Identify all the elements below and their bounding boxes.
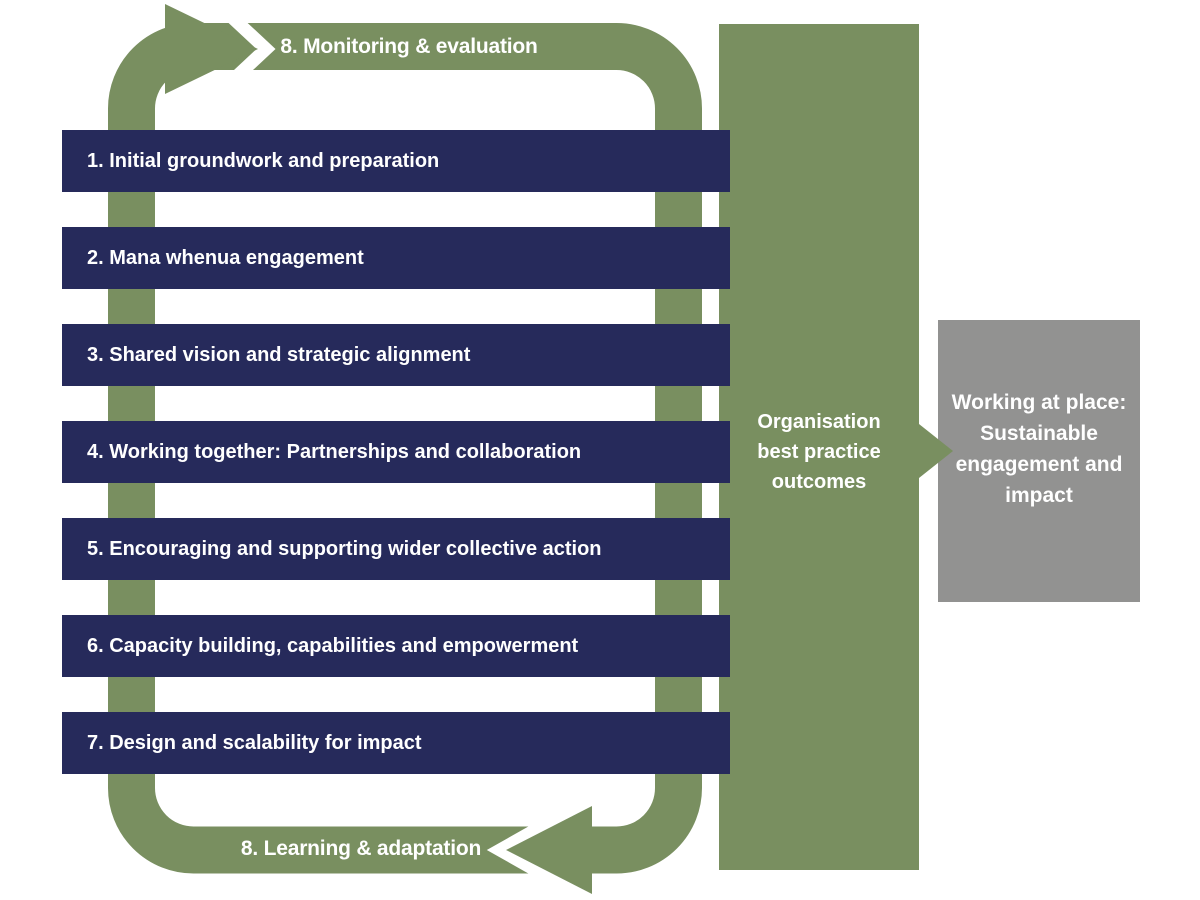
result-box-text: Working at place: Sustainable engagement… (952, 387, 1127, 511)
result-box-line: engagement and (955, 453, 1123, 476)
outcomes-arrow-icon (919, 424, 953, 478)
result-box-line: Working at place: (951, 391, 1127, 414)
top-arrowhead-icon (165, 4, 258, 94)
result-box: Working at place: Sustainable engagement… (938, 320, 1140, 602)
step-bar-5: 5. Encouraging and supporting wider coll… (62, 518, 730, 580)
loop-label-monitoring: 8. Monitoring & evaluation (280, 34, 538, 58)
result-box-line: Sustainable (980, 422, 1098, 445)
outcomes-column-line: outcomes (771, 471, 867, 493)
result-box-line: impact (1005, 484, 1073, 507)
step-bar-4: 4. Working together: Partnerships and co… (62, 421, 730, 483)
top-arrow-notch (200, 3, 276, 111)
outcomes-column-line: Organisation (757, 411, 881, 433)
bottom-arrow-notch (486, 792, 596, 900)
step-bar-7: 7. Design and scalability for impact (62, 712, 730, 774)
step-bar-6: 6. Capacity building, capabilities and e… (62, 615, 730, 677)
loop-label-learning: 8. Learning & adaptation (240, 837, 482, 860)
step-bar-3: 3. Shared vision and strategic alignment (62, 324, 730, 386)
bottom-arrowhead-icon (506, 806, 592, 894)
outcomes-column-line: best practice (757, 441, 881, 463)
step-bar-1: 1. Initial groundwork and preparation (62, 130, 730, 192)
outcomes-column (719, 24, 919, 870)
step-bar-2: 2. Mana whenua engagement (62, 227, 730, 289)
outcomes-column-label: Organisation best practice outcomes (719, 407, 919, 497)
